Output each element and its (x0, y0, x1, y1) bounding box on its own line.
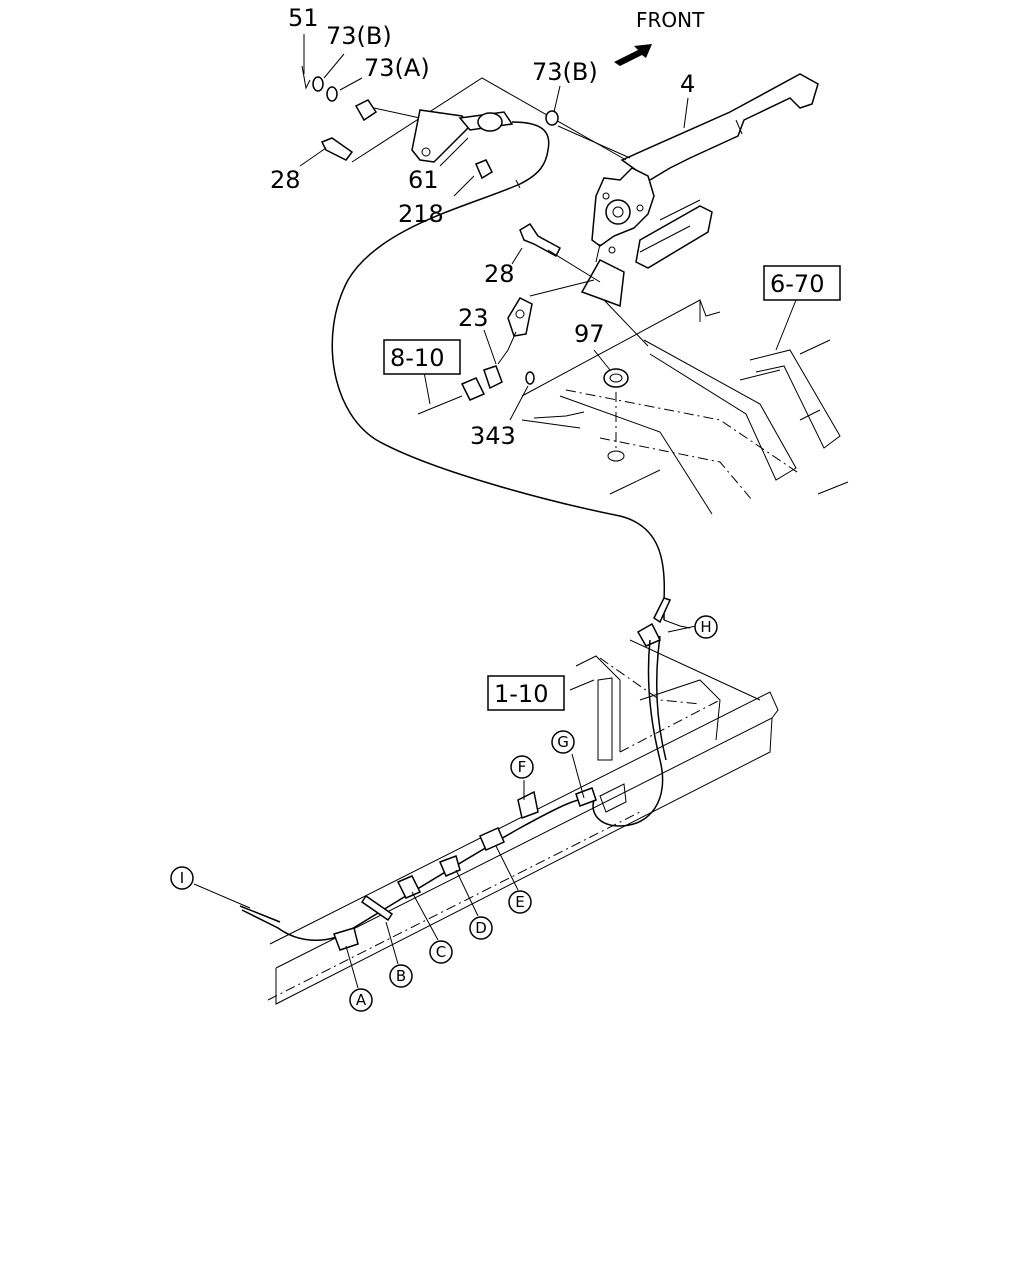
switch-hardware (417, 222, 649, 462)
marker-A: A (349, 988, 373, 1012)
svg-text:C: C (436, 943, 446, 961)
svg-text:I: I (180, 869, 184, 887)
svg-text:E: E (515, 893, 524, 911)
reference-box-1-10 (487, 675, 565, 711)
part-number-73b-top: 73(B) (326, 22, 392, 50)
reference-box-8-10 (383, 339, 461, 375)
front-label: FRONT (636, 8, 705, 32)
part-number-28-mid: 28 (484, 260, 515, 288)
svg-text:A: A (356, 991, 367, 1009)
marker-I: I (170, 866, 194, 890)
brake-cable (331, 121, 666, 620)
reference-8-10: 8-10 (390, 344, 444, 372)
front-arrow-icon (614, 44, 652, 66)
part-number-343: 343 (470, 422, 516, 450)
marker-D: D (469, 916, 493, 940)
part-number-23: 23 (458, 304, 489, 332)
part-number-73b-right: 73(B) (532, 58, 598, 86)
cable-clips (333, 787, 597, 951)
svg-text:G: G (557, 733, 569, 751)
svg-text:B: B (396, 967, 406, 985)
floor-panel (521, 299, 849, 515)
reference-1-10: 1-10 (494, 680, 548, 708)
marker-G: G (551, 730, 575, 754)
svg-text:D: D (475, 919, 487, 937)
part-number-73a: 73(A) (364, 54, 430, 82)
clevis-hardware (301, 65, 559, 180)
part-number-61: 61 (408, 166, 439, 194)
reference-box-6-70 (763, 265, 841, 301)
part-number-4: 4 (680, 70, 695, 98)
leader-lines (193, 34, 797, 989)
marker-F: F (510, 755, 534, 779)
marker-B: B (389, 964, 413, 988)
marker-C: C (429, 940, 453, 964)
marker-E: E (508, 890, 532, 914)
marker-H: H (694, 615, 718, 639)
part-number-28-top: 28 (270, 166, 301, 194)
svg-text:H: H (700, 618, 711, 636)
part-number-51: 51 (288, 4, 319, 32)
svg-text:F: F (518, 758, 527, 776)
part-number-97: 97 (574, 320, 605, 348)
chassis-frame (267, 639, 779, 1005)
parking-brake-lever (580, 73, 819, 308)
part-number-218: 218 (398, 200, 444, 228)
reference-6-70: 6-70 (770, 270, 824, 298)
